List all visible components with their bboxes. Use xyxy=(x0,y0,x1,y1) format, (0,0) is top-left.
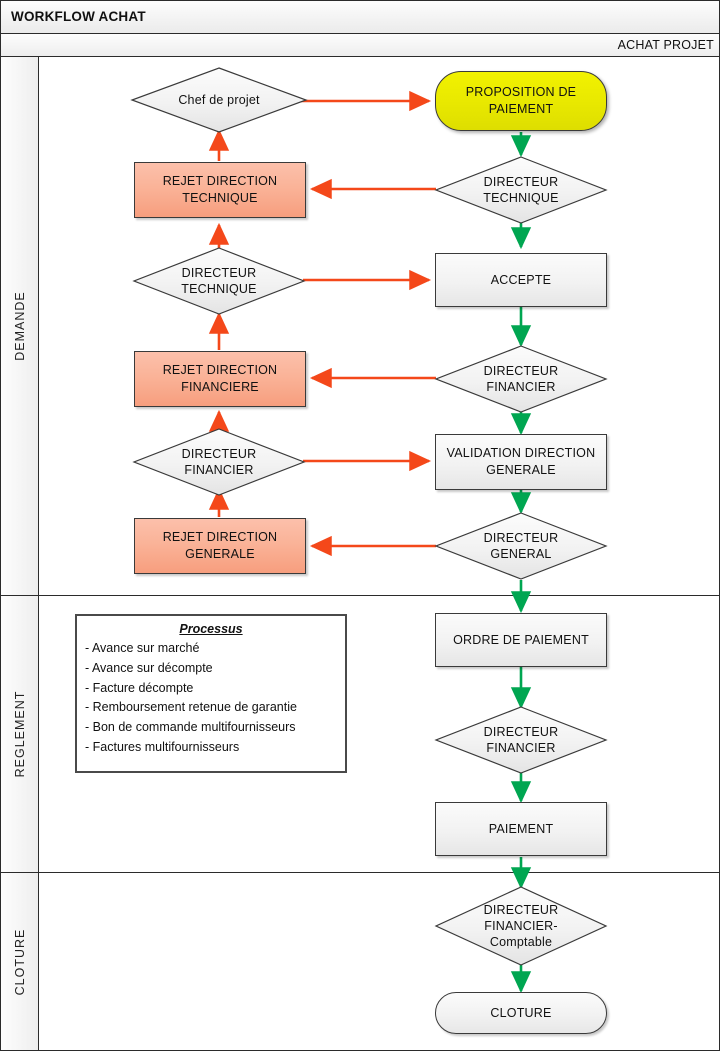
node-rejet-direction-financiere-label-2: FINANCIERE xyxy=(181,380,259,394)
processus-note-list: - Avance sur marché - Avance sur décompt… xyxy=(85,639,337,758)
swimlane-label-cloture: CLOTURE xyxy=(1,872,39,1050)
swimlane-label-reglement: REGLEMENT xyxy=(1,595,39,872)
node-validation-direction-generale[interactable]: VALIDATION DIRECTION GENERALE xyxy=(435,434,607,490)
node-directeur-financier-comptable[interactable]: DIRECTEUR FINANCIER- Comptable xyxy=(434,886,608,966)
node-rejet-direction-generale-label-1: REJET DIRECTION xyxy=(162,530,278,545)
processus-note: Processus - Avance sur marché - Avance s… xyxy=(75,614,347,773)
node-proposition-de-paiement-label-1: PROPOSITION DE xyxy=(465,84,577,99)
list-item: - Facture décompte xyxy=(85,680,194,695)
swimlane-label-demande: DEMANDE xyxy=(1,57,39,595)
processus-note-title: Processus xyxy=(179,622,243,636)
node-rejet-direction-technique-label-1: REJET DIRECTION xyxy=(162,174,278,189)
node-directeur-financier-1[interactable]: DIRECTEUR FINANCIER xyxy=(434,345,608,413)
diagram-subtitle-bar: ACHAT PROJET xyxy=(1,34,719,57)
list-item: - Avance sur décompte xyxy=(85,660,213,675)
node-paiement[interactable]: PAIEMENT xyxy=(435,802,607,856)
page-title: WORKFLOW ACHAT xyxy=(11,9,146,24)
list-item: - Factures multifournisseurs xyxy=(85,739,240,754)
node-rejet-direction-generale[interactable]: REJET DIRECTION GENERALE xyxy=(134,518,306,574)
node-ordre-de-paiement-label: ORDRE DE PAIEMENT xyxy=(453,632,589,647)
node-accepte[interactable]: ACCEPTE xyxy=(435,253,607,307)
list-item: - Avance sur marché xyxy=(85,641,200,655)
node-validation-direction-generale-label-1: VALIDATION DIRECTION xyxy=(446,446,596,461)
node-proposition-de-paiement-label-2: PAIEMENT xyxy=(488,102,554,116)
node-directeur-financier-3[interactable]: DIRECTEUR FINANCIER xyxy=(434,706,608,774)
node-accepte-label: ACCEPTE xyxy=(490,272,552,287)
node-validation-direction-generale-label-2: GENERALE xyxy=(486,463,556,477)
swimlane-label-cloture-text: CLOTURE xyxy=(12,928,27,995)
node-rejet-direction-financiere-label-1: REJET DIRECTION xyxy=(162,363,278,378)
node-rejet-direction-technique-label-2: TECHNIQUE xyxy=(182,191,258,205)
node-cloture[interactable]: CLOTURE xyxy=(435,992,607,1034)
node-paiement-label: PAIEMENT xyxy=(488,821,554,836)
swimlane-divider-1 xyxy=(1,595,719,596)
list-item: - Bon de commande multifournisseurs xyxy=(85,720,296,734)
node-rejet-direction-technique[interactable]: REJET DIRECTION TECHNIQUE xyxy=(134,162,306,218)
diagram-title-bar: WORKFLOW ACHAT xyxy=(1,1,719,34)
node-directeur-technique-2[interactable]: DIRECTEUR TECHNIQUE xyxy=(132,247,306,315)
node-rejet-direction-generale-label-2: GENERALE xyxy=(185,547,255,561)
node-chef-de-projet[interactable]: Chef de projet xyxy=(130,67,308,133)
node-ordre-de-paiement[interactable]: ORDRE DE PAIEMENT xyxy=(435,613,607,667)
node-directeur-financier-2[interactable]: DIRECTEUR FINANCIER xyxy=(132,428,306,496)
diagram-subtitle: ACHAT PROJET xyxy=(617,38,714,52)
node-proposition-de-paiement[interactable]: PROPOSITION DE PAIEMENT xyxy=(435,71,607,131)
node-cloture-label: CLOTURE xyxy=(490,1006,552,1020)
node-directeur-general[interactable]: DIRECTEUR GENERAL xyxy=(434,512,608,580)
swimlane-divider-2 xyxy=(1,872,719,873)
list-item: - Remboursement retenue de garantie xyxy=(85,700,297,715)
node-rejet-direction-financiere[interactable]: REJET DIRECTION FINANCIERE xyxy=(134,351,306,407)
swimlane-label-reglement-text: REGLEMENT xyxy=(12,690,27,777)
swimlane-label-demande-text: DEMANDE xyxy=(12,291,27,361)
node-directeur-technique-1[interactable]: DIRECTEUR TECHNIQUE xyxy=(434,156,608,224)
